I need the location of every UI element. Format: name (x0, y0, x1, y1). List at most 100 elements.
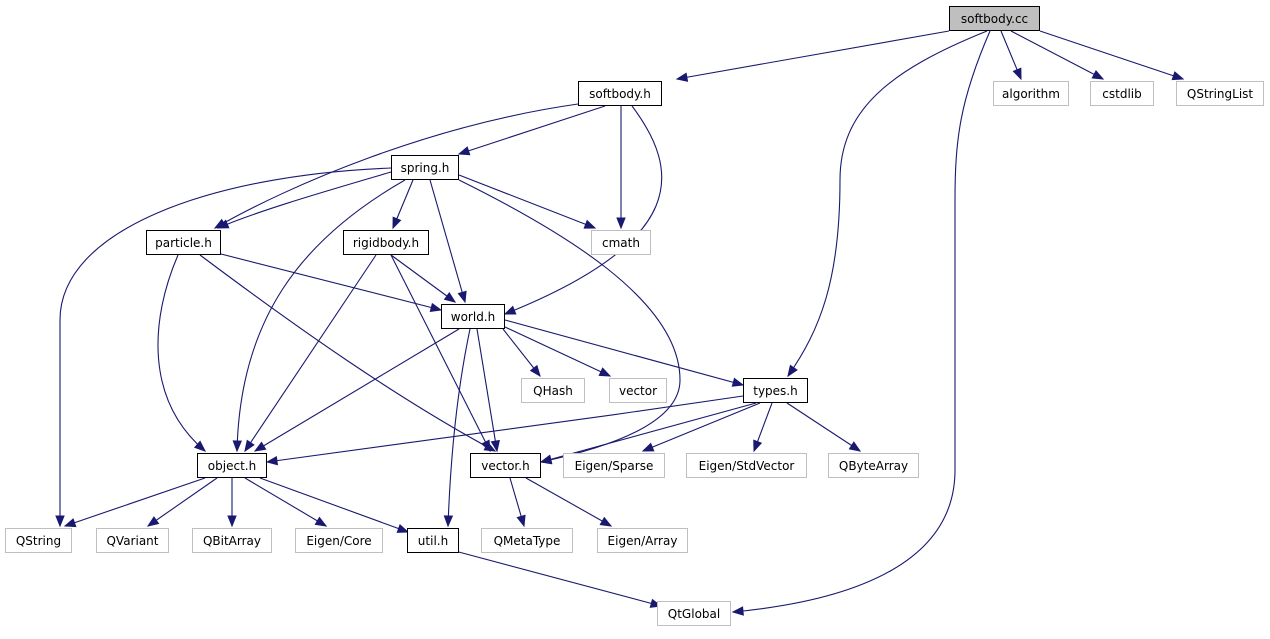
node-softbody-cc: softbody.cc (949, 6, 1040, 31)
arrowhead-world-h-to-types-h (731, 377, 745, 387)
edge-world-h-to-util-h (447, 328, 471, 527)
node-qvariant: QVariant (96, 528, 169, 553)
edge-object-h-to-util-h (259, 477, 409, 533)
node-util-h[interactable]: util.h (407, 528, 459, 553)
arrowhead-types-h-to-vector-h (539, 454, 553, 464)
arrowhead-object-h-to-qbitarray (227, 515, 237, 528)
edge-util-h-to-qtglobal (454, 550, 662, 607)
node-algorithm: algorithm (993, 81, 1069, 106)
arrowhead-softbody-cc-to-algorithm (1012, 67, 1022, 81)
edge-world-h-to-object-h (254, 328, 460, 452)
arrowhead-rigidbody-h-to-world-h (443, 291, 457, 303)
edge-spring-h-to-world-h (429, 179, 466, 303)
edge-spring-h-to-vector-h (458, 179, 681, 463)
arrowhead-object-h-to-eigen-core (314, 516, 328, 527)
edge-rigidbody-h-to-world-h (390, 254, 456, 303)
edge-softbody-cc-to-types-h (787, 30, 988, 377)
node-cmath: cmath (591, 230, 651, 255)
arrowhead-softbody-cc-to-softbody-h (675, 72, 689, 82)
arrowhead-softbody-cc-to-cstdlib (1091, 69, 1105, 80)
edge-object-h-to-qvariant (147, 477, 218, 527)
arrowhead-world-h-to-vector (598, 367, 612, 377)
node-qtglobal: QtGlobal (657, 601, 731, 626)
edge-spring-h-to-object-h (236, 179, 406, 452)
node-qbitarray: QBitArray (192, 528, 272, 553)
node-softbody-h[interactable]: softbody.h (578, 81, 662, 106)
node-eigen-sparse: Eigen/Sparse (563, 453, 665, 478)
edge-particle-h-to-object-h (157, 254, 206, 452)
arrowhead-softbody-cc-to-qstringlist (1171, 71, 1185, 81)
node-vector: vector (609, 378, 667, 403)
edge-object-h-to-qstring (64, 477, 206, 527)
edge-softbody-h-to-world-h (504, 105, 663, 315)
edge-softbody-cc-to-qstringlist (1039, 30, 1184, 80)
edge-softbody-cc-to-softbody-h (676, 30, 950, 80)
arrowhead-particle-h-to-world-h (429, 302, 443, 313)
node-qstringlist: QStringList (1176, 81, 1264, 106)
node-particle-h[interactable]: particle.h (146, 230, 221, 255)
arrowhead-world-h-to-object-h (253, 441, 267, 452)
edge-world-h-to-vector (504, 326, 611, 377)
node-eigen-core: Eigen/Core (295, 528, 383, 553)
node-qbytearray: QByteArray (828, 453, 919, 478)
arrowhead-spring-h-to-particle-h (216, 219, 230, 229)
edge-vector-h-to-eigen-array (525, 477, 612, 527)
edge-softbody-h-to-spring-h (458, 105, 606, 155)
edge-particle-h-to-world-h (220, 253, 442, 311)
arrowhead-softbody-cc-to-types-h (787, 364, 798, 378)
arrowhead-spring-h-to-cmath (583, 219, 597, 229)
edge-types-h-to-vector-h (540, 402, 757, 463)
edge-rigidbody-h-to-object-h (244, 254, 377, 452)
arrowhead-object-h-to-qvariant (146, 516, 160, 527)
node-rigidbody-h[interactable]: rigidbody.h (343, 230, 429, 255)
node-eigen-array: Eigen/Array (597, 528, 688, 553)
arrowhead-world-h-to-util-h (443, 515, 454, 528)
arrowhead-spring-h-to-world-h (457, 290, 467, 304)
arrowhead-softbody-h-to-spring-h (457, 146, 471, 156)
node-qstring: QString (5, 528, 72, 553)
arrowhead-types-h-to-qbytearray (848, 441, 862, 452)
edge-particle-h-to-vector-h (199, 254, 496, 452)
node-qmetatype: QMetaType (481, 528, 573, 553)
arrowhead-vector-h-to-qmetatype (516, 514, 526, 528)
arrowhead-rigidbody-h-to-vector-h (481, 439, 491, 453)
arrowhead-types-h-to-eigen-stdvector (753, 439, 763, 453)
arrowhead-spring-h-to-object-h (232, 440, 243, 453)
arrowhead-vector-h-to-eigen-array (599, 516, 613, 527)
edge-softbody-h-to-particle-h (214, 103, 579, 229)
edge-object-h-to-eigen-core (244, 477, 327, 527)
edge-world-h-to-types-h (504, 319, 744, 386)
arrowhead-particle-h-to-object-h (193, 440, 207, 452)
edge-softbody-cc-to-cstdlib (1010, 30, 1104, 80)
arrowhead-softbody-h-to-world-h (503, 305, 517, 315)
arrowhead-spring-h-to-rigidbody-h (392, 216, 402, 230)
edge-rigidbody-h-to-vector-h (390, 254, 491, 452)
arrowhead-types-h-to-object-h (265, 455, 279, 466)
node-cstdlib: cstdlib (1090, 81, 1154, 106)
arrowhead-object-h-to-util-h (396, 523, 410, 533)
edge-types-h-to-qbytearray (786, 402, 861, 452)
arrowhead-object-h-to-qstring (63, 518, 77, 528)
node-spring-h[interactable]: spring.h (391, 155, 459, 180)
node-vector-h[interactable]: vector.h (470, 453, 541, 478)
edge-types-h-to-object-h (266, 395, 744, 463)
arrowhead-world-h-to-qhash (529, 364, 541, 378)
node-eigen-stdvector: Eigen/StdVector (686, 453, 807, 478)
node-object-h[interactable]: object.h (197, 453, 267, 478)
edge-spring-h-to-qstring (59, 167, 392, 526)
arrowhead-types-h-to-eigen-sparse (641, 442, 655, 452)
edge-spring-h-to-particle-h (217, 171, 392, 229)
node-qhash: QHash (521, 378, 585, 403)
arrowhead-softbody-cc-to-qtglobal (731, 606, 744, 616)
edge-types-h-to-eigen-sparse (642, 402, 761, 452)
edge-softbody-cc-to-qtglobal (732, 30, 991, 613)
node-world-h[interactable]: world.h (441, 304, 505, 329)
edge-spring-h-to-cmath (458, 174, 596, 229)
arrowhead-softbody-h-to-cmath (616, 217, 626, 230)
arrowhead-world-h-to-vector-h (490, 439, 500, 453)
arrowhead-rigidbody-h-to-object-h (244, 439, 255, 453)
arrowhead-spring-h-to-qstring (55, 515, 65, 528)
node-types-h[interactable]: types.h (743, 378, 808, 403)
